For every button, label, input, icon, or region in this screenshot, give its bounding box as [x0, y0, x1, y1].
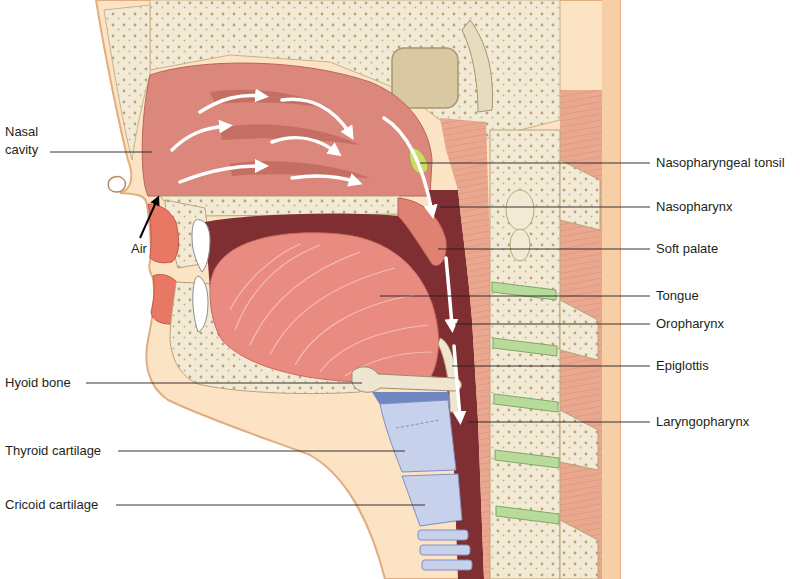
airflow-arrow — [180, 166, 262, 182]
label-anchor: Nasopharynx — [656, 198, 733, 216]
tongue-fibre — [235, 245, 320, 330]
vertebral-column — [490, 130, 600, 579]
intervertebral-disc — [496, 506, 559, 524]
neck-skin — [602, 0, 620, 579]
airflow-arrow — [200, 96, 262, 112]
lower-tooth — [193, 276, 208, 332]
atlas — [510, 229, 530, 261]
label-anchor: Laryngopharynx — [656, 413, 749, 431]
airflow-arrow — [172, 126, 226, 150]
airflow-arrow — [292, 176, 356, 182]
tongue — [210, 233, 439, 382]
intervertebral-disc — [493, 338, 557, 356]
leader-line — [50, 152, 152, 153]
airflow-arrow — [446, 258, 452, 326]
label-anchor: Tongue — [656, 287, 699, 305]
airflow-arrow — [272, 137, 336, 152]
leader-line — [380, 296, 650, 297]
part-label: Soft palate — [656, 240, 718, 258]
intervertebral-disc — [492, 282, 556, 300]
nostril — [108, 177, 125, 192]
spinous-process — [560, 410, 598, 470]
air-arrow — [140, 200, 157, 238]
part-label: Nasopharynx — [656, 198, 733, 216]
pterygoid-bone — [462, 20, 493, 112]
part-label: Tongue — [656, 287, 699, 305]
part-label: Thyroid cartilage — [5, 442, 101, 460]
airflow-arrow — [282, 99, 350, 134]
leader-line — [468, 422, 650, 423]
tongue-fibre — [230, 244, 300, 310]
label-anchor: Cricoid cartilage — [5, 496, 98, 514]
label-anchor: Epiglottis — [656, 357, 709, 375]
sphenoid-sinus — [392, 48, 458, 108]
part-label: Hyoid bone — [5, 374, 71, 392]
spinous-process — [560, 300, 598, 360]
leader-line — [116, 505, 425, 506]
leader-line — [440, 207, 650, 208]
hyoid-bone — [352, 367, 462, 392]
part-label: Epiglottis — [656, 357, 709, 375]
part-label: Cricoid cartilage — [5, 496, 98, 514]
intervertebral-disc — [495, 450, 559, 468]
tongue-fibre — [270, 268, 395, 355]
spinous-process — [560, 160, 600, 230]
turbinate — [220, 125, 360, 145]
label-anchor: Nasopharyngeal tonsil — [656, 154, 785, 172]
tongue-fibre — [320, 325, 428, 372]
airflow-arrow — [454, 346, 460, 418]
label-anchor: Air — [129, 240, 149, 258]
part-label: Oropharynx — [656, 315, 724, 333]
thyroid-notch-line — [396, 420, 440, 428]
part-label: Nasal cavity — [5, 123, 47, 159]
vertebra — [490, 130, 560, 579]
intervertebral-disc — [494, 394, 558, 412]
cricoid-cartilage — [402, 474, 462, 526]
part-label: Air — [129, 240, 149, 258]
airflow-arrows — [172, 96, 460, 418]
part-label: Nasopharyngeal tonsil — [656, 154, 785, 172]
label-anchor: Nasal cavity — [5, 123, 47, 159]
part-label: Laryngopharynx — [656, 413, 749, 431]
label-anchor: Soft palate — [656, 240, 718, 258]
leader-line — [455, 324, 650, 325]
leader-line — [438, 249, 650, 250]
label-anchor: Thyroid cartilage — [5, 442, 101, 460]
soft-palate — [398, 198, 446, 266]
atlas — [506, 190, 534, 230]
upper-tooth — [192, 220, 210, 272]
tracheal-ring — [418, 530, 468, 540]
leader-line — [420, 163, 650, 164]
leader-lines — [50, 152, 650, 505]
label-anchor: Hyoid bone — [5, 374, 71, 392]
upper-lip — [148, 204, 179, 263]
thyroid-cartilage — [380, 400, 456, 472]
tracheal-ring — [420, 545, 470, 555]
leader-line — [452, 366, 650, 367]
tracheal-ring — [422, 560, 472, 570]
skin — [96, 0, 620, 579]
leader-line — [86, 383, 362, 384]
tongue-fibres — [230, 244, 432, 376]
nasal-cavity — [142, 63, 432, 196]
label-anchor: Oropharynx — [656, 315, 724, 333]
airflow-arrow — [384, 118, 432, 212]
leader-line — [118, 451, 405, 452]
spinous-process — [560, 520, 598, 579]
